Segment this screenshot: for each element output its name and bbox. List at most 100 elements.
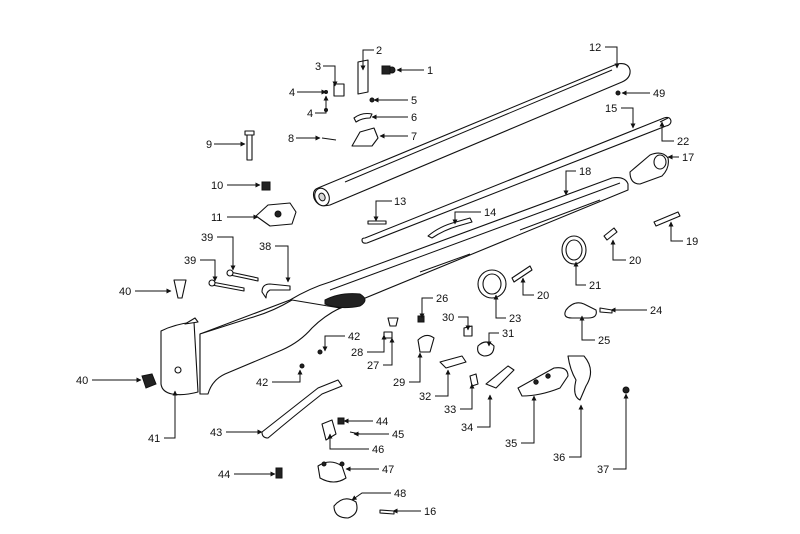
- part-number: 6: [411, 112, 417, 124]
- callout-c39b: 39: [184, 255, 218, 282]
- part-number: 16: [424, 506, 436, 518]
- part-number: 42: [256, 377, 268, 389]
- callout-c42a: 42: [322, 331, 360, 352]
- leader-line: [668, 221, 683, 242]
- trigger-guard-parts: [261, 349, 343, 439]
- callout-c11: 11: [211, 212, 259, 224]
- part-number: 25: [598, 335, 610, 347]
- callout-c48: 48: [351, 488, 406, 501]
- leader-line: [610, 239, 626, 261]
- part-number: 8: [288, 133, 294, 145]
- part-number: 18: [579, 166, 591, 178]
- callout-c44a: 44: [343, 416, 388, 428]
- callout-c24: 24: [610, 305, 662, 317]
- callout-c6: 6: [371, 112, 417, 124]
- callout-c27: 27: [367, 337, 395, 372]
- leader-line: [521, 395, 537, 444]
- part-number: 1: [427, 65, 433, 77]
- callout-c18: 18: [563, 166, 591, 196]
- part-number: 13: [394, 196, 406, 208]
- callout-c39a: 39: [201, 232, 236, 271]
- callout-c17: 17: [667, 152, 694, 164]
- leader-line: [520, 277, 534, 296]
- callout-c42b: 42: [256, 369, 303, 389]
- leader-line: [458, 316, 471, 331]
- callout-c16: 16: [392, 506, 436, 518]
- part-number: 30: [442, 312, 454, 324]
- leader-line: [573, 261, 586, 286]
- leader-line: [621, 107, 636, 129]
- callout-c32: 32: [419, 369, 451, 403]
- front-band-parts: [603, 90, 681, 241]
- part-number: 12: [589, 42, 601, 54]
- callout-c5: 5: [373, 95, 417, 107]
- part-number: 28: [351, 347, 363, 359]
- part-number: 36: [553, 452, 565, 464]
- callout-c2: 2: [360, 45, 382, 71]
- callout-c45: 45: [353, 429, 404, 441]
- callout-c41: 41: [148, 390, 178, 445]
- leader-line: [351, 492, 391, 501]
- stock-part: [199, 177, 629, 395]
- leader-line: [452, 211, 481, 225]
- part-number: 49: [653, 88, 665, 100]
- leader-line: [486, 332, 499, 347]
- callout-c43: 43: [210, 427, 263, 439]
- part-number: 33: [444, 404, 456, 416]
- leader-line: [383, 337, 395, 366]
- callout-c3: 3: [315, 61, 338, 87]
- butt-plate-part: [160, 317, 199, 396]
- part-number: 9: [206, 139, 212, 151]
- callout-c23: 23: [493, 294, 521, 325]
- part-number: 4: [289, 87, 295, 99]
- part-number: 34: [461, 422, 473, 434]
- part-number: 43: [210, 427, 222, 439]
- leader-line: [272, 369, 303, 383]
- callout-c28: 28: [351, 334, 387, 359]
- callout-c25: 25: [579, 315, 610, 347]
- leader-line: [322, 335, 345, 352]
- part-number: 4: [307, 108, 313, 120]
- stock-hardware: [141, 269, 291, 389]
- leader-line: [563, 170, 576, 196]
- part-number: 22: [677, 136, 689, 148]
- leader-line: [477, 394, 493, 428]
- callout-c4b: 4: [307, 95, 329, 120]
- callout-c38: 38: [259, 241, 291, 283]
- mid-small-parts: [367, 217, 473, 239]
- callout-c46: 46: [327, 433, 384, 456]
- callout-c4a: 4: [289, 87, 327, 99]
- leader-line: [460, 383, 475, 410]
- part-number: 47: [382, 464, 394, 476]
- callout-c15: 15: [605, 103, 636, 129]
- callout-c26: 26: [419, 293, 448, 319]
- barrel-part: [312, 63, 631, 207]
- part-number: 31: [502, 328, 514, 340]
- leader-line: [315, 95, 329, 114]
- callout-c49: 49: [621, 88, 665, 100]
- callout-c19: 19: [668, 221, 698, 248]
- callout-c29: 29: [393, 352, 423, 389]
- part-number: 46: [372, 444, 384, 456]
- callout-c10: 10: [211, 180, 261, 192]
- part-number: 44: [376, 416, 388, 428]
- part-number: 17: [682, 152, 694, 164]
- callout-c12: 12: [589, 42, 620, 69]
- part-number: 44: [218, 469, 230, 481]
- lower-small-parts: [275, 417, 395, 519]
- trigger-group-parts: [383, 315, 630, 401]
- part-number: 27: [367, 360, 379, 372]
- part-number: 48: [394, 488, 406, 500]
- upper-small-parts: [244, 130, 337, 227]
- callout-c36: 36: [553, 404, 584, 464]
- callout-c21: 21: [573, 261, 601, 292]
- ramrod-part: [361, 116, 672, 244]
- leader-line: [409, 352, 423, 383]
- part-number: 5: [411, 95, 417, 107]
- leader-line: [659, 121, 674, 142]
- leader-line: [164, 390, 178, 439]
- part-number: 42: [348, 331, 360, 343]
- part-number: 21: [589, 280, 601, 292]
